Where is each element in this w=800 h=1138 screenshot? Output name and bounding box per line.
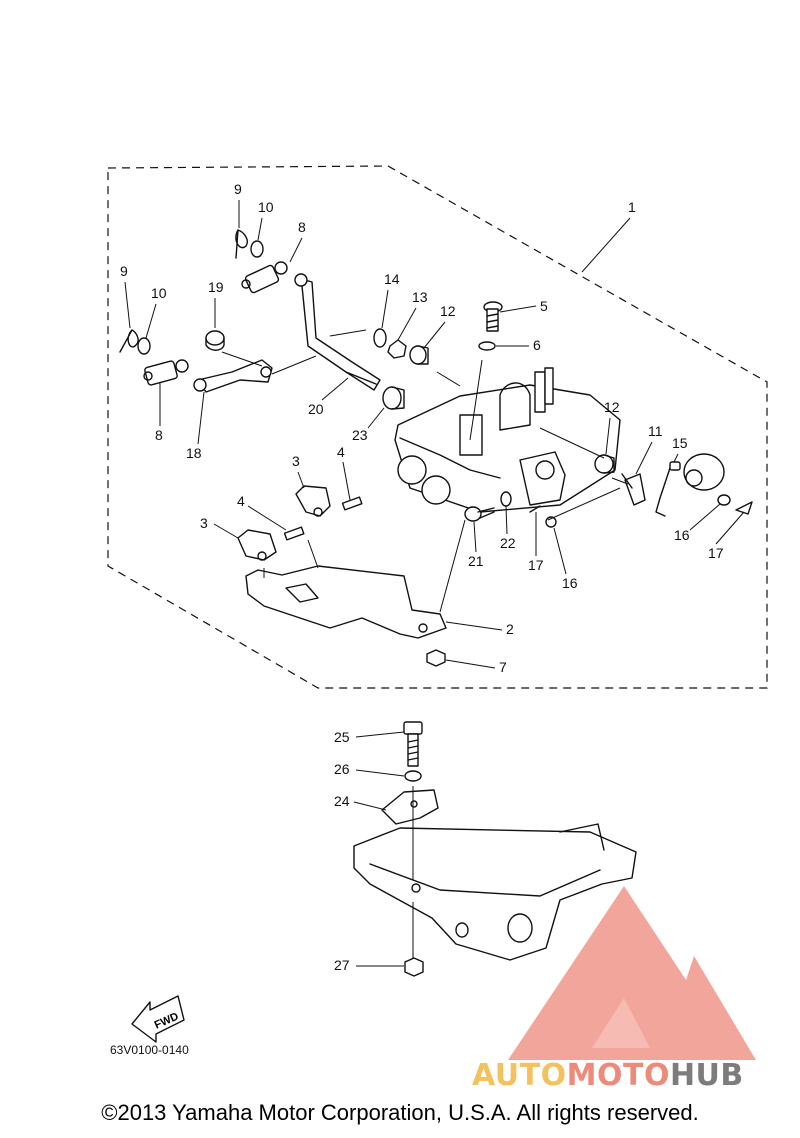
callout-4-lower: 4 (237, 493, 245, 509)
cable-clamp-upper (295, 485, 331, 517)
callout-4-upper: 4 (337, 444, 345, 460)
callout-22: 22 (500, 535, 516, 551)
callout-20: 20 (308, 401, 324, 417)
pin-4-upper (341, 496, 363, 511)
washer-10-upper (250, 240, 264, 258)
callout-10-left: 10 (151, 285, 167, 301)
fwd-arrow: FWD (131, 995, 185, 1043)
callout-12-upper: 12 (440, 303, 456, 319)
callout-15: 15 (672, 435, 688, 451)
pin-4-lower (283, 526, 305, 541)
callout-19: 19 (208, 279, 224, 295)
shift-lever (197, 359, 273, 393)
diagram-code: 63V0100-0140 (110, 1043, 189, 1057)
callout-5: 5 (540, 298, 548, 314)
lever-knob-right (683, 453, 725, 491)
callout-2: 2 (506, 621, 514, 637)
callout-10-upper: 10 (258, 199, 274, 215)
bolt-5 (483, 301, 503, 332)
callout-16-right: 16 (674, 527, 690, 543)
callout-7: 7 (499, 659, 507, 675)
copyright-notice: ©2013 Yamaha Motor Corporation, U.S.A. A… (101, 1100, 699, 1125)
callout-12-right: 12 (604, 399, 620, 415)
pin-17-right (735, 501, 753, 515)
cotter-pin-upper (235, 229, 248, 259)
brand-part-hub: HUB (669, 1058, 744, 1093)
callout-8-upper: 8 (298, 219, 306, 235)
ball-joint-upper (241, 261, 288, 294)
bolt-21 (464, 506, 495, 522)
assembly-boundary (107, 165, 768, 689)
cotter-pin-left (119, 329, 139, 353)
callout-14: 14 (384, 271, 400, 287)
throttle-lever (297, 277, 381, 391)
callout-17-lower: 17 (528, 557, 544, 573)
washer-10-left (137, 337, 151, 355)
link-11 (621, 473, 646, 506)
nut-7 (426, 649, 446, 667)
bushing-12-right (594, 454, 615, 474)
pin-15 (669, 461, 681, 471)
callout-1: 1 (628, 199, 636, 215)
callout-24: 24 (334, 793, 350, 809)
clamp-bracket (353, 823, 637, 961)
collar-19 (205, 330, 225, 351)
brand-part-moto: MOTO (566, 1058, 670, 1093)
bushing-23 (382, 386, 405, 410)
callout-6: 6 (533, 337, 541, 353)
brand-part-auto: AUTO (472, 1058, 567, 1093)
link-rod-15 (655, 467, 671, 517)
callout-9-left: 9 (120, 263, 128, 279)
pin-17-lower (529, 505, 541, 513)
callout-13: 13 (412, 289, 428, 305)
washer-22 (500, 491, 512, 507)
callout-3-upper: 3 (292, 453, 300, 469)
callout-23: 23 (352, 427, 368, 443)
washer-14 (373, 328, 387, 348)
bushing-12-upper (409, 345, 429, 365)
callout-11: 11 (648, 423, 663, 439)
washer-16-right (717, 494, 731, 506)
callout-25: 25 (334, 729, 350, 745)
bracket-24 (381, 789, 439, 825)
callout-8-left: 8 (155, 427, 163, 443)
callout-27: 27 (334, 957, 350, 973)
callout-21: 21 (468, 553, 484, 569)
washer-6 (478, 341, 496, 351)
cable-clamp-lower (237, 529, 277, 561)
bracket-plate (245, 565, 447, 639)
callout-16-lower: 16 (562, 575, 578, 591)
automotohub-logo (508, 886, 756, 1060)
callout-26: 26 (334, 761, 350, 777)
brand-watermark: AUTOMOTOHUB (472, 1058, 744, 1093)
bolt-25 (403, 721, 423, 767)
callout-3-lower: 3 (200, 515, 208, 531)
washer-26 (404, 770, 422, 782)
washer-13 (387, 339, 407, 359)
nut-27 (404, 957, 424, 977)
ball-joint-left (143, 359, 189, 386)
callout-17-right: 17 (708, 545, 724, 561)
callout-9-upper: 9 (234, 181, 242, 197)
callout-18: 18 (186, 445, 202, 461)
callouts: 1 2 3 3 4 4 5 6 7 8 8 9 9 10 (120, 181, 745, 973)
control-bracket-body (394, 367, 621, 513)
